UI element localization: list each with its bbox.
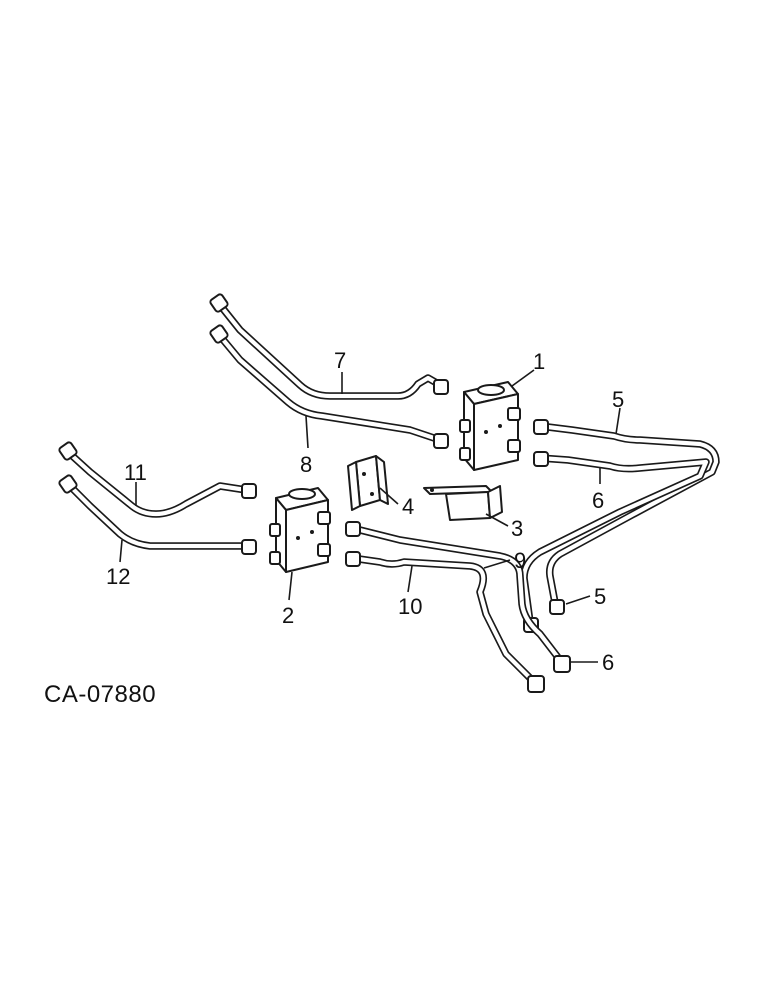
callout-12: 12 — [106, 564, 130, 589]
callout-5-lower: 5 — [594, 584, 606, 609]
figure-code: CA-07880 — [44, 681, 156, 708]
tube-10 — [348, 554, 538, 686]
callout-11: 11 — [124, 460, 147, 485]
tube-6 — [520, 454, 710, 626]
tube-7 — [216, 301, 446, 400]
valve-block-2 — [269, 487, 331, 573]
callout-9: 9 — [514, 548, 526, 573]
callout-6-lower: 6 — [602, 650, 614, 675]
tube-9 — [348, 524, 564, 664]
callout-3: 3 — [511, 516, 523, 541]
tube-11 — [64, 448, 250, 518]
callout-7: 7 — [334, 348, 346, 373]
bracket-4 — [347, 455, 389, 511]
callout-10: 10 — [398, 594, 422, 619]
callout-5-upper: 5 — [612, 387, 624, 412]
callout-8: 8 — [300, 452, 312, 477]
callout-6-upper: 6 — [592, 488, 604, 513]
callout-4: 4 — [402, 494, 414, 519]
leader-lines — [119, 369, 621, 663]
valve-block-1 — [459, 381, 521, 471]
tube-11-12-nuts — [58, 441, 257, 555]
tube-9-10-nuts — [345, 521, 571, 693]
tube-8 — [216, 332, 444, 444]
callout-1: 1 — [533, 349, 545, 374]
tube-12 — [64, 480, 250, 550]
callout-2: 2 — [282, 603, 294, 628]
callout-labels: 1 2 3 4 5 5 6 6 7 8 9 10 11 12 — [106, 348, 624, 675]
tube-7-8-nuts — [209, 293, 449, 449]
bracket-3 — [423, 485, 503, 521]
tube-5 — [536, 422, 720, 612]
